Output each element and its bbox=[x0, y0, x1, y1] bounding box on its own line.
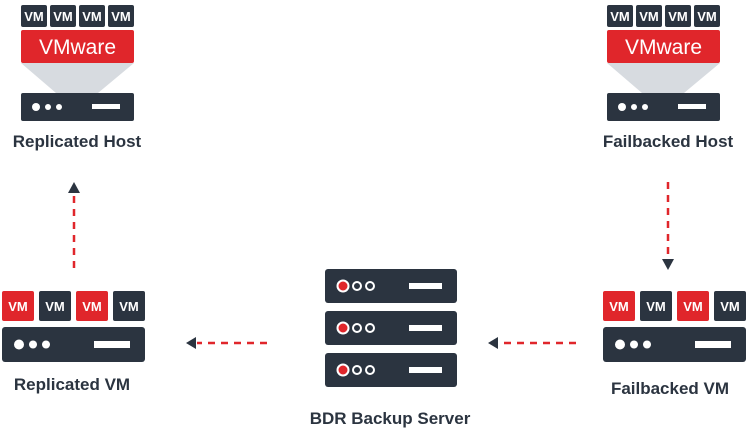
vm-badge-label: VM bbox=[111, 9, 131, 24]
vm-badge-label: VM bbox=[668, 9, 688, 24]
bdr-backup-server-label: BDR Backup Server bbox=[310, 409, 471, 428]
vm-badge-label: VM bbox=[82, 299, 102, 314]
arrow-head-icon bbox=[186, 337, 196, 349]
hypervisor-cone bbox=[21, 63, 134, 93]
vm-badge: VM bbox=[640, 291, 672, 321]
failbacked-host-label: Failbacked Host bbox=[603, 132, 734, 151]
host-server-icon bbox=[21, 93, 134, 121]
vm-badge-label: VM bbox=[639, 9, 659, 24]
vm-badge: VM bbox=[677, 291, 709, 321]
vm-badge-label: VM bbox=[53, 9, 73, 24]
failbacked-vm-node: VM VM VM VM Failbacked VM bbox=[603, 291, 746, 398]
vm-badge: VM bbox=[694, 5, 720, 27]
replicated-host-label: Replicated Host bbox=[13, 132, 142, 151]
arrow-replicated-vm-to-host bbox=[68, 182, 80, 268]
replicated-vm-badges: VM VM VM VM bbox=[2, 291, 145, 321]
vm-badge: VM bbox=[714, 291, 746, 321]
failbacked-host-node: VM VM VM VM VMware bbox=[603, 5, 734, 151]
vm-badge: VM bbox=[2, 291, 34, 321]
vm-badge: VM bbox=[50, 5, 76, 27]
vm-badge-label: VM bbox=[8, 299, 28, 314]
failbacked-vm-label: Failbacked VM bbox=[611, 379, 729, 398]
vmware-banner: VMware bbox=[21, 30, 134, 63]
failbacked-host-vm-badges: VM VM VM VM bbox=[607, 5, 720, 27]
host-server-icon bbox=[607, 93, 720, 121]
vm-badge-label: VM bbox=[24, 9, 44, 24]
failbacked-vm-badges: VM VM VM VM bbox=[603, 291, 746, 321]
vm-badge-label: VM bbox=[720, 299, 740, 314]
vm-badge: VM bbox=[76, 291, 108, 321]
server-unit bbox=[325, 269, 457, 303]
replicated-host-vm-badges: VM VM VM VM bbox=[21, 5, 134, 27]
arrow-head-icon bbox=[488, 337, 498, 349]
vm-badge: VM bbox=[21, 5, 47, 27]
arrow-failbacked-host-to-vm bbox=[662, 182, 674, 270]
replicated-vm-label: Replicated VM bbox=[14, 375, 130, 394]
arrow-failbacked-vm-to-backup-server bbox=[488, 337, 576, 349]
arrow-backup-server-to-replicated-vm bbox=[186, 337, 267, 349]
bdr-backup-server-node: BDR Backup Server bbox=[310, 269, 471, 428]
vm-badge-label: VM bbox=[609, 299, 629, 314]
replicated-host-node: VM VM VM VM VMware bbox=[13, 5, 142, 151]
vm-badge-label: VM bbox=[119, 299, 139, 314]
vm-badge: VM bbox=[665, 5, 691, 27]
vm-badge: VM bbox=[79, 5, 105, 27]
vm-badge-label: VM bbox=[82, 9, 102, 24]
vm-badge-label: VM bbox=[45, 299, 65, 314]
server-unit bbox=[325, 311, 457, 345]
vm-server-icon bbox=[2, 327, 145, 362]
vm-badge: VM bbox=[607, 5, 633, 27]
replicated-vm-node: VM VM VM VM Replicated VM bbox=[2, 291, 145, 394]
vm-badge-label: VM bbox=[646, 299, 666, 314]
vm-badge-label: VM bbox=[610, 9, 630, 24]
vm-badge-label: VM bbox=[697, 9, 717, 24]
server-unit bbox=[325, 353, 457, 387]
arrow-head-icon bbox=[662, 259, 674, 270]
vmware-brand-label: VMware bbox=[625, 36, 702, 59]
vmware-brand-label: VMware bbox=[39, 36, 116, 59]
hypervisor-cone bbox=[607, 63, 720, 93]
vm-server-icon bbox=[603, 327, 746, 362]
vm-badge: VM bbox=[113, 291, 145, 321]
vm-badge-label: VM bbox=[683, 299, 703, 314]
vm-badge: VM bbox=[108, 5, 134, 27]
vm-badge: VM bbox=[603, 291, 635, 321]
vm-badge: VM bbox=[39, 291, 71, 321]
vm-badge: VM bbox=[636, 5, 662, 27]
vmware-banner: VMware bbox=[607, 30, 720, 63]
arrow-head-icon bbox=[68, 182, 80, 193]
